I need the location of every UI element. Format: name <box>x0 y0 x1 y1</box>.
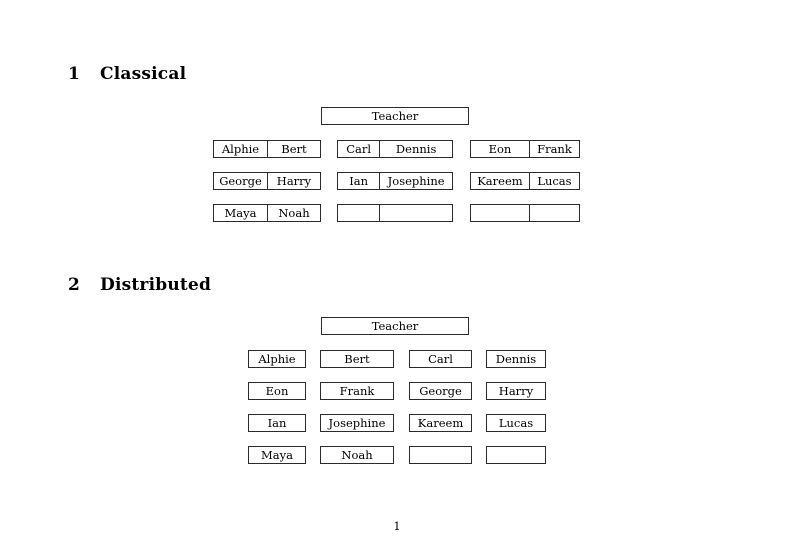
student-cell: Noah <box>266 205 320 221</box>
student-box: Ian <box>248 414 306 432</box>
student-cell: Harry <box>266 173 320 189</box>
section-number: 1 <box>68 64 81 84</box>
student-cell-empty <box>379 205 452 221</box>
student-box: Carl <box>409 350 472 368</box>
student-cell: Alphie <box>221 142 260 156</box>
student-pair-row: George Harry <box>213 172 321 190</box>
student-box: Josephine <box>320 414 394 432</box>
student-pair-row: Eon Frank <box>470 140 580 158</box>
student-box: Bert <box>320 350 394 368</box>
student-cell: Carl <box>346 142 372 156</box>
student-cell: Frank <box>528 141 579 157</box>
student-box: Noah <box>320 446 394 464</box>
student-pair-row: Carl Dennis <box>337 140 453 158</box>
student-box: Kareem <box>409 414 472 432</box>
student-cell: Josephine <box>379 173 452 189</box>
student-box: Maya <box>248 446 306 464</box>
student-cell: Bert <box>266 141 320 157</box>
student-box: Lucas <box>486 414 546 432</box>
student-cell-empty <box>338 205 379 221</box>
student-pair-row: Ian Josephine <box>337 172 453 190</box>
student-box: Harry <box>486 382 546 400</box>
section-title: Distributed <box>100 275 212 295</box>
student-box: Alphie <box>248 350 306 368</box>
section-heading-distributed: 2 Distributed <box>68 275 211 295</box>
section-heading-classical: 1 Classical <box>68 64 186 84</box>
student-cell: Dennis <box>379 141 452 157</box>
student-pair-row: Alphie Bert <box>213 140 321 158</box>
student-pair-row: Maya Noah <box>213 204 321 222</box>
teacher-box-distributed: Teacher <box>321 317 469 335</box>
student-cell-empty <box>528 205 579 221</box>
student-box: Eon <box>248 382 306 400</box>
student-box-empty <box>409 446 472 464</box>
student-cell: Lucas <box>528 173 579 189</box>
student-cell-empty <box>471 205 529 221</box>
student-box: George <box>409 382 472 400</box>
student-cell: Kareem <box>477 174 523 188</box>
student-cell: George <box>219 174 262 188</box>
student-cell: Eon <box>488 142 512 156</box>
student-pair-row: Kareem Lucas <box>470 172 580 190</box>
student-box: Frank <box>320 382 394 400</box>
student-cell: Ian <box>349 174 369 188</box>
section-number: 2 <box>68 275 81 295</box>
section-title: Classical <box>100 64 187 84</box>
student-box-empty <box>486 446 546 464</box>
teacher-box-classical: Teacher <box>321 107 469 125</box>
page-number: 1 <box>393 520 401 533</box>
student-pair-row-empty <box>470 204 580 222</box>
student-pair-row-empty <box>337 204 453 222</box>
student-box: Dennis <box>486 350 546 368</box>
student-cell: Maya <box>224 206 257 220</box>
